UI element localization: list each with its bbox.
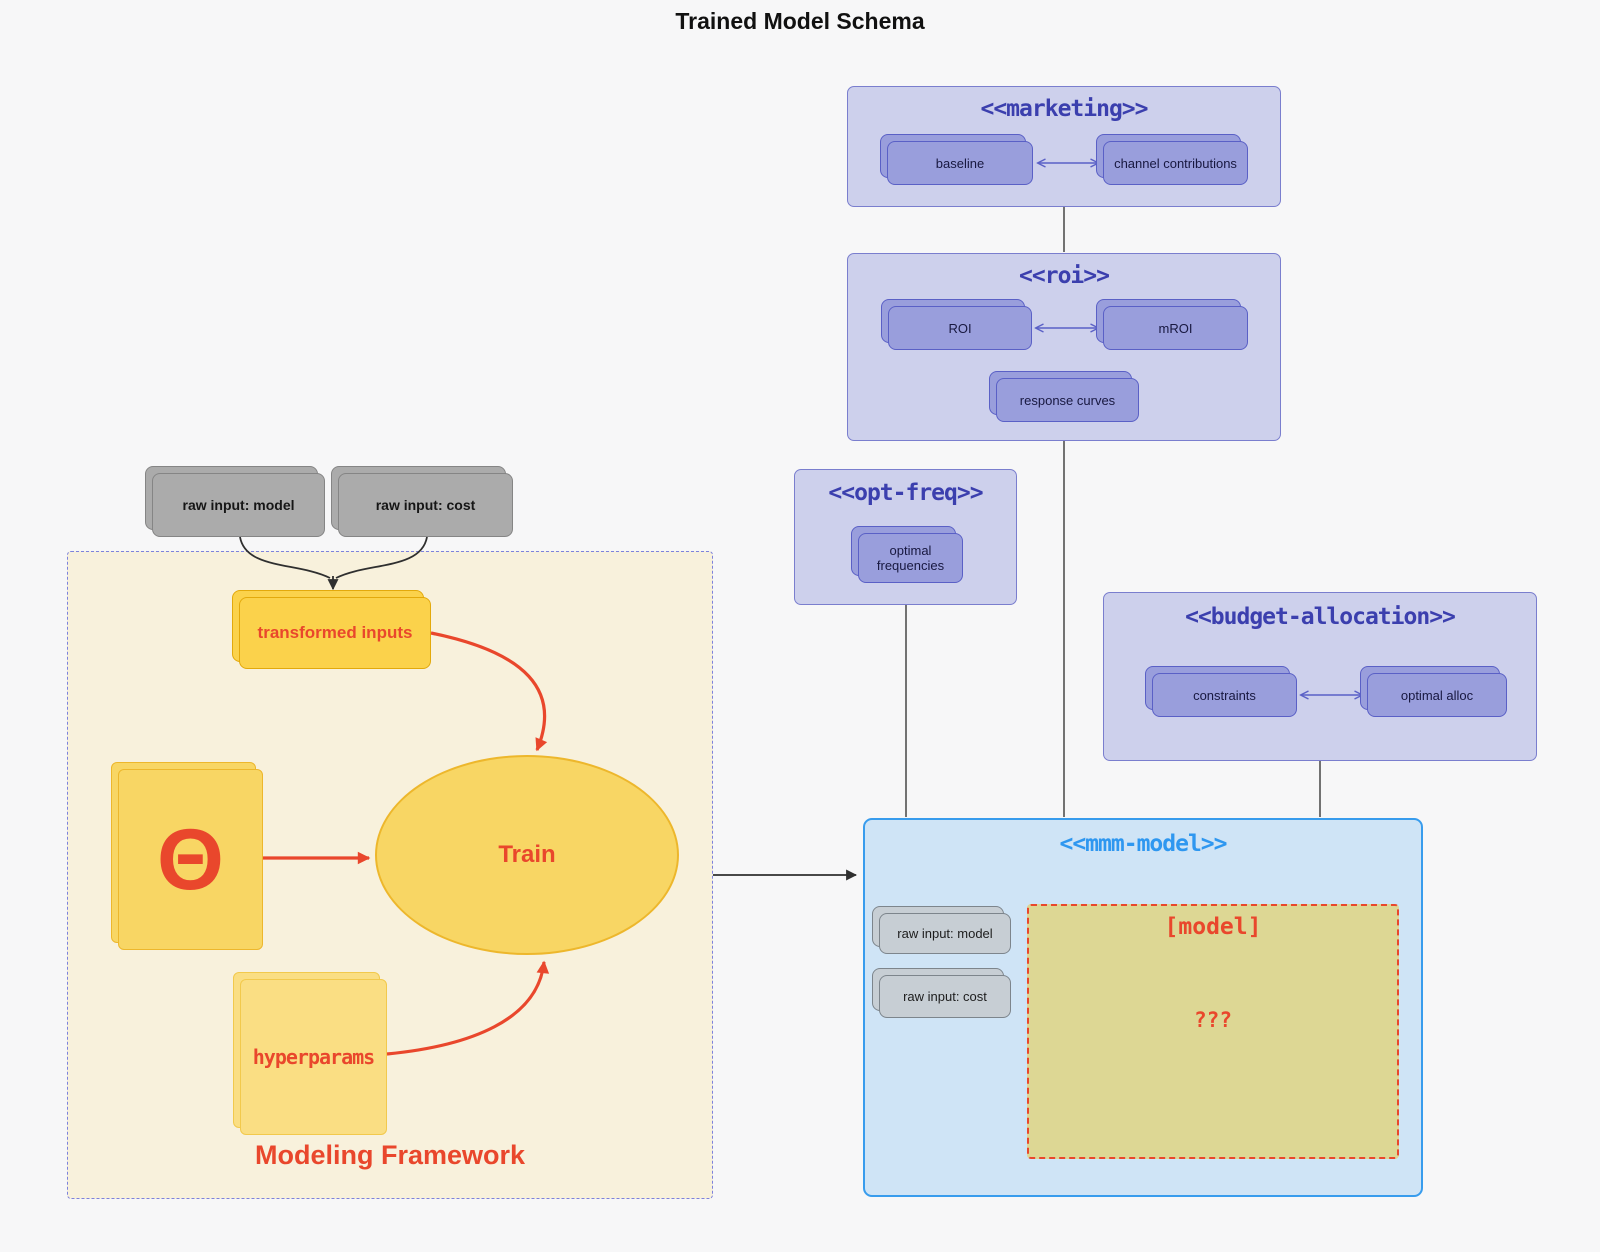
constraints-label: constraints — [1152, 673, 1297, 717]
train-ellipse: Train — [375, 755, 679, 955]
raw-input-cost-node: raw input: cost — [331, 466, 513, 537]
raw-input-model-node: raw input: model — [145, 466, 325, 537]
response-curves-label: response curves — [996, 378, 1139, 422]
opt-freq-title: <<opt-freq>> — [828, 480, 983, 506]
channel-contributions-label: channel contributions — [1103, 141, 1248, 185]
baseline-node: baseline — [880, 134, 1033, 185]
roi-node: ROI — [881, 299, 1032, 350]
roi-title: <<roi>> — [1019, 263, 1110, 289]
model-placeholder-title: [model] — [1164, 914, 1262, 940]
response-curves-node: response curves — [989, 371, 1139, 422]
optimal-frequencies-label: optimal frequencies — [858, 533, 963, 583]
theta-label: Θ — [118, 769, 263, 950]
raw-input-cost-label: raw input: cost — [338, 473, 513, 537]
model-unknown-text: ??? — [1194, 1008, 1232, 1032]
mmm-model-title: <<mmm-model>> — [1059, 831, 1227, 857]
mroi-label: mROI — [1103, 306, 1248, 350]
theta-glyph: Θ — [157, 811, 224, 908]
mmm-raw-input-model-node: raw input: model — [872, 906, 1011, 954]
mroi-node: mROI — [1096, 299, 1248, 350]
train-label: Train — [498, 841, 556, 868]
theta-node: Θ — [111, 762, 263, 950]
raw-input-model-label: raw input: model — [152, 473, 325, 537]
transformed-inputs-node: transformed inputs — [232, 590, 431, 669]
mmm-raw-input-cost-label: raw input: cost — [879, 975, 1011, 1018]
model-placeholder-box — [1027, 904, 1399, 1159]
mmm-raw-input-model-label: raw input: model — [879, 913, 1011, 954]
budget-allocation-title: <<budget-allocation>> — [1185, 604, 1456, 630]
transformed-inputs-label: transformed inputs — [239, 597, 431, 669]
baseline-label: baseline — [887, 141, 1033, 185]
optimal-alloc-node: optimal alloc — [1360, 666, 1507, 717]
hyperparams-label: hyperparams — [240, 979, 387, 1135]
constraints-node: constraints — [1145, 666, 1297, 717]
modeling-framework-label: Modeling Framework — [254, 1140, 526, 1170]
optimal-frequencies-node: optimal frequencies — [851, 526, 963, 583]
optimal-alloc-label: optimal alloc — [1367, 673, 1507, 717]
roi-label: ROI — [888, 306, 1032, 350]
page-title: Trained Model Schema — [675, 8, 925, 34]
mmm-raw-input-cost-node: raw input: cost — [872, 968, 1011, 1018]
hyperparams-node: hyperparams — [233, 972, 387, 1135]
marketing-title: <<marketing>> — [980, 96, 1148, 122]
channel-contributions-node: channel contributions — [1096, 134, 1248, 185]
